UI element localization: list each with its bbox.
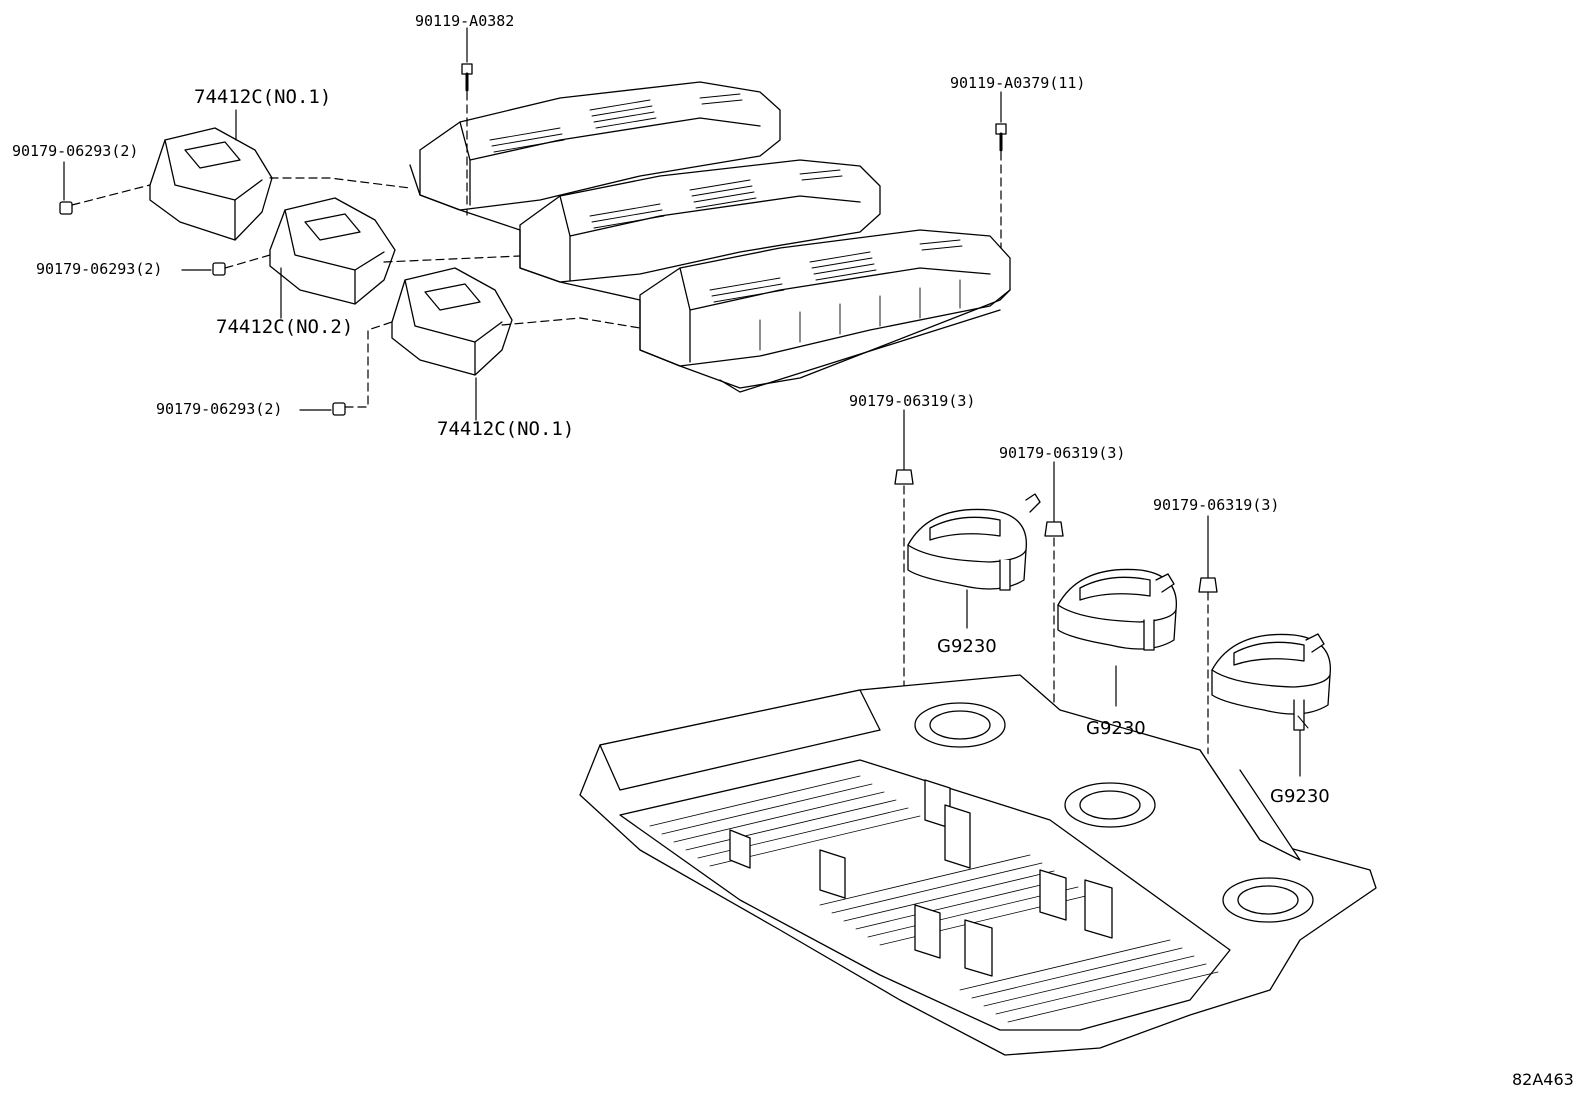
bolt-right-label: 90119-A0379(11): [950, 74, 1086, 92]
fan-3-label: G9230: [1270, 786, 1330, 807]
cover-no1-bottom: [391, 267, 513, 376]
nut-a: [59, 201, 73, 215]
fan-nut-3-label: 90179-06319(3): [1153, 496, 1280, 514]
fan-2: [1057, 568, 1177, 651]
cover-no2-label: 74412C(NO.2): [216, 316, 354, 338]
fan-nut-1-label: 90179-06319(3): [849, 392, 976, 410]
bolt-right: [995, 123, 1007, 152]
nut-b: [212, 262, 226, 276]
cover-no1-top-label: 74412C(NO.1): [194, 86, 332, 108]
bolt-top: [461, 63, 473, 92]
fan-nut-1: [894, 469, 914, 485]
bolt-top-label: 90119-A0382: [415, 12, 515, 30]
lower-tray: [579, 674, 1377, 1056]
reference-code: 82A463: [1512, 1070, 1574, 1089]
fan-3: [1211, 633, 1331, 731]
leader-lines: [63, 27, 1301, 777]
cover-no1-top: [149, 127, 273, 241]
fan-1: [907, 493, 1041, 591]
fan-nut-3: [1198, 577, 1218, 593]
cover-no2: [269, 197, 396, 305]
nut-a-label: 90179-06293(2): [12, 142, 139, 160]
fan-2-label: G9230: [1086, 718, 1146, 739]
fan-nut-2-label: 90179-06319(3): [999, 444, 1126, 462]
battery-module-stack: [409, 81, 1011, 393]
fan-nut-2: [1044, 521, 1064, 537]
nut-c-label: 90179-06293(2): [156, 400, 283, 418]
cover-no1-bottom-label: 74412C(NO.1): [437, 418, 575, 440]
nut-b-label: 90179-06293(2): [36, 260, 163, 278]
nut-c: [332, 402, 346, 416]
fan-1-label: G9230: [937, 636, 997, 657]
